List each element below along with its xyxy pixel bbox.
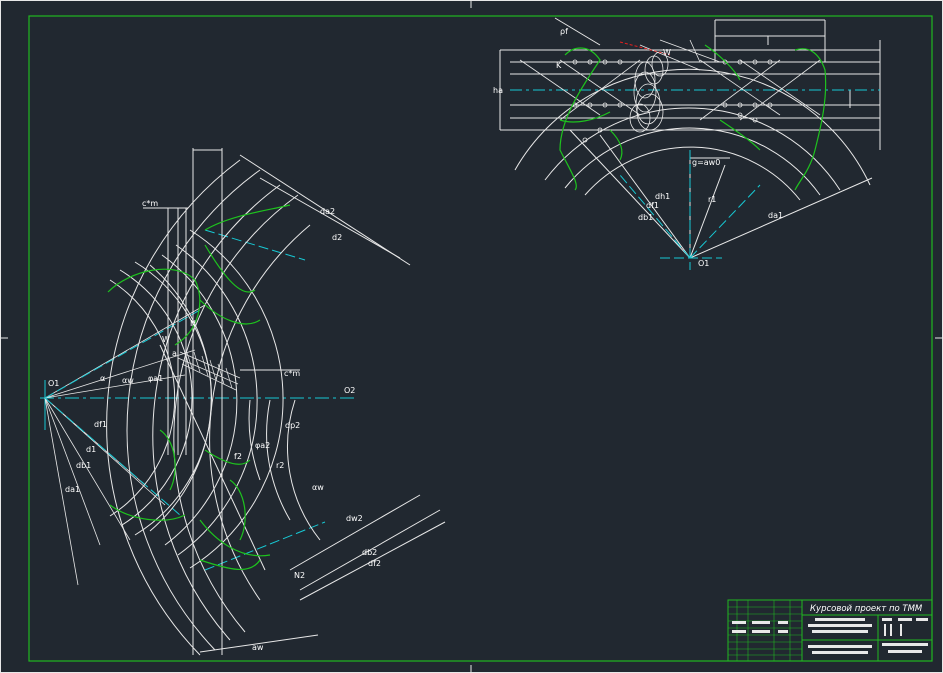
label-df2: df2 bbox=[368, 559, 381, 568]
gear1-circles bbox=[109, 229, 284, 569]
label-phi-a2: φa2 bbox=[255, 441, 270, 450]
label-o1: O1 bbox=[48, 379, 59, 388]
red-marker bbox=[619, 41, 671, 56]
label-w-right: W bbox=[663, 48, 671, 57]
label-db2: db2 bbox=[362, 548, 377, 557]
gear-tooth-profiles bbox=[107, 204, 291, 571]
line-of-action bbox=[159, 344, 266, 571]
label-n: N bbox=[190, 319, 196, 328]
label-aw: aw bbox=[252, 643, 264, 652]
label-r1: r1 bbox=[708, 195, 716, 204]
label-df1: df1 bbox=[94, 420, 107, 429]
rho-leader bbox=[554, 17, 601, 46]
leader-lines bbox=[239, 154, 446, 601]
generated-envelope bbox=[629, 39, 721, 133]
label-a: a bbox=[172, 349, 177, 358]
label-r2: r2 bbox=[276, 461, 284, 470]
label-dh1: dh1 bbox=[655, 192, 670, 201]
label-alpha-w2: αw bbox=[312, 483, 324, 492]
label-da1-right: da1 bbox=[768, 211, 783, 220]
label-o1-right: O1 bbox=[698, 259, 709, 268]
label-db1: db1 bbox=[76, 461, 91, 470]
label-d2: d2 bbox=[332, 233, 342, 242]
label-dw2: dw2 bbox=[346, 514, 363, 523]
label-alpha-w: αw bbox=[122, 376, 134, 385]
label-o2: O2 bbox=[344, 386, 355, 395]
label-phi-a1: φa1 bbox=[148, 374, 163, 383]
label-cm-top: c*m bbox=[142, 199, 158, 208]
right-tooth-profiles bbox=[559, 44, 827, 191]
label-ha: ha bbox=[493, 86, 503, 95]
label-f2: f2 bbox=[234, 452, 242, 461]
label-g-aw0: g=aw0 bbox=[692, 158, 720, 167]
right-radials bbox=[569, 129, 873, 259]
drawing-frame bbox=[28, 15, 933, 662]
title-block-title: Курсовой проект по ТММ bbox=[810, 604, 923, 614]
label-n2: N2 bbox=[294, 571, 305, 580]
radial-lines bbox=[44, 304, 206, 586]
label-cm-right: c*m bbox=[284, 369, 300, 378]
label-d1: d1 bbox=[86, 445, 96, 454]
gear-arcs bbox=[514, 68, 871, 201]
label-da2: da2 bbox=[320, 207, 335, 216]
label-df1-right: df1 bbox=[646, 201, 659, 210]
title-block-filler-text bbox=[732, 618, 928, 654]
label-dp2: dp2 bbox=[285, 421, 300, 430]
gear2-circles bbox=[106, 159, 321, 656]
label-rho-f: ρf bbox=[560, 27, 568, 36]
title-block: Курсовой проект по ТММ bbox=[727, 599, 933, 662]
left-gear-view: O1 O2 da2 d2 c*m c*m a W α αw φa1 df1 d1… bbox=[40, 148, 446, 656]
contact-hatch bbox=[177, 349, 241, 391]
label-db1-right: db1 bbox=[638, 213, 653, 222]
rack-generation-view: ρf W K ha g=aw0 r1 da1 dh1 df1 db1 O1 bbox=[493, 17, 881, 270]
label-alpha: α bbox=[100, 374, 105, 383]
label-w: W bbox=[162, 335, 170, 344]
right-center-lines bbox=[619, 150, 761, 270]
label-k: K bbox=[556, 61, 562, 70]
label-da1: da1 bbox=[65, 485, 80, 494]
construction-verticals bbox=[143, 148, 319, 655]
